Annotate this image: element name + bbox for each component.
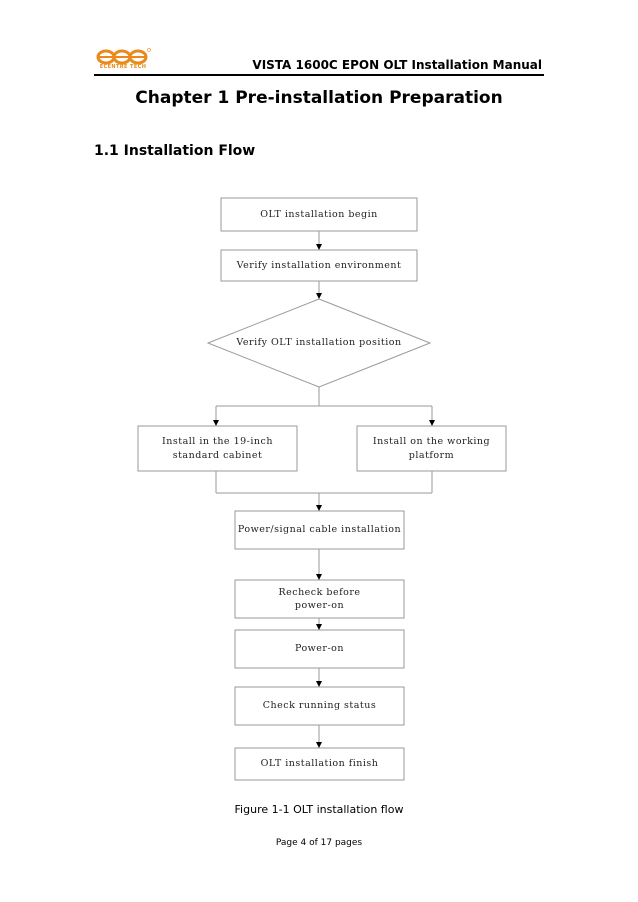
section-title: 1.1 Installation Flow — [94, 143, 256, 159]
page-number: Page 4 of 17 pages — [275, 838, 363, 848]
recheck-label: Recheck before power-on — [278, 586, 361, 611]
finish-label: OLT installation finish — [260, 758, 379, 770]
install-platform-label: Install on the working platform — [372, 436, 491, 461]
install-cabinet-box — [137, 425, 298, 472]
header-title: VISTA 1600C EPON OLT Installation Manual — [252, 58, 542, 72]
begin-label: OLT installation begin — [260, 208, 378, 220]
verify-environment-label: Verify installation environment — [236, 259, 402, 271]
chapter-title: Chapter 1 Pre-installation Preparation — [135, 88, 503, 108]
cable-label: Power/signal cable installation — [237, 524, 402, 536]
logo-text: ECENTRE TECH — [99, 64, 147, 70]
figure-caption: Figure 1-1 OLT installation flow — [234, 803, 404, 816]
check-status-label: Check running status — [262, 700, 377, 712]
power-on-label: Power-on — [294, 643, 345, 655]
verify-position-label: Verify OLT installation position — [236, 337, 402, 349]
install-cabinet-label: Install in the 19-inch standard cabinet — [162, 436, 273, 461]
company-logo — [96, 48, 151, 65]
finish-box — [234, 747, 405, 781]
header-divider — [94, 74, 544, 76]
